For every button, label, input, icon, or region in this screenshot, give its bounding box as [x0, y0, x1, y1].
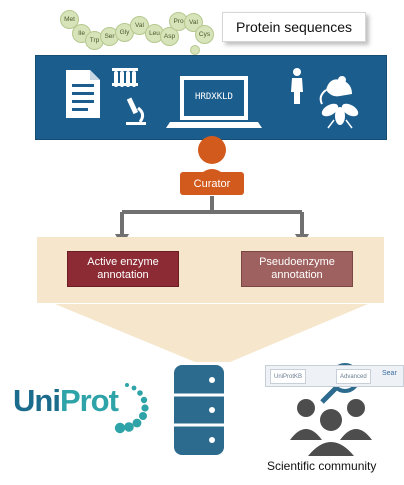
residue-bead: Leu: [145, 24, 164, 43]
residue-dot: [190, 45, 200, 55]
microscope-icon: [126, 97, 146, 125]
advanced-search-button[interactable]: Advanced: [336, 369, 371, 384]
residue-bead: Ser: [100, 27, 119, 46]
banner-sequence-text: HRDXKLD: [195, 92, 233, 102]
fly-icon: [321, 103, 359, 129]
database-icon: [174, 365, 224, 455]
residue-bead: Met: [60, 10, 79, 29]
laptop-icon: [166, 76, 262, 128]
protein-sequences-label: Protein sequences: [222, 12, 366, 42]
human-icon: [291, 68, 303, 104]
test-tubes-icon: [112, 68, 138, 87]
uniprot-logo-dots: [114, 383, 149, 434]
mouse-icon: [319, 76, 352, 105]
uniprot-search-bar: UniProtKB Advanced Sear: [265, 365, 404, 387]
curator-label: Curator: [180, 172, 244, 195]
residue-bead: Cys: [195, 25, 214, 44]
funnel-arrow: [55, 304, 368, 362]
database-select[interactable]: UniProtKB: [270, 369, 307, 384]
uniprot-logo-uni: Uni: [13, 383, 61, 418]
search-button[interactable]: Sear: [382, 370, 397, 377]
uniprot-logo-prot: Prot: [59, 383, 119, 418]
community-people-icon: [290, 399, 372, 456]
uniprot-logo: UniProt: [13, 383, 119, 419]
branch-arrows: [120, 196, 304, 236]
active-enzyme-annotation-box: Active enzyme annotation: [67, 251, 179, 287]
residue-bead: Asp: [160, 27, 179, 46]
pseudoenzyme-annotation-box: Pseudoenzyme annotation: [241, 251, 353, 287]
document-icon: [66, 70, 100, 118]
scientific-community-label: Scientific community: [267, 459, 377, 473]
